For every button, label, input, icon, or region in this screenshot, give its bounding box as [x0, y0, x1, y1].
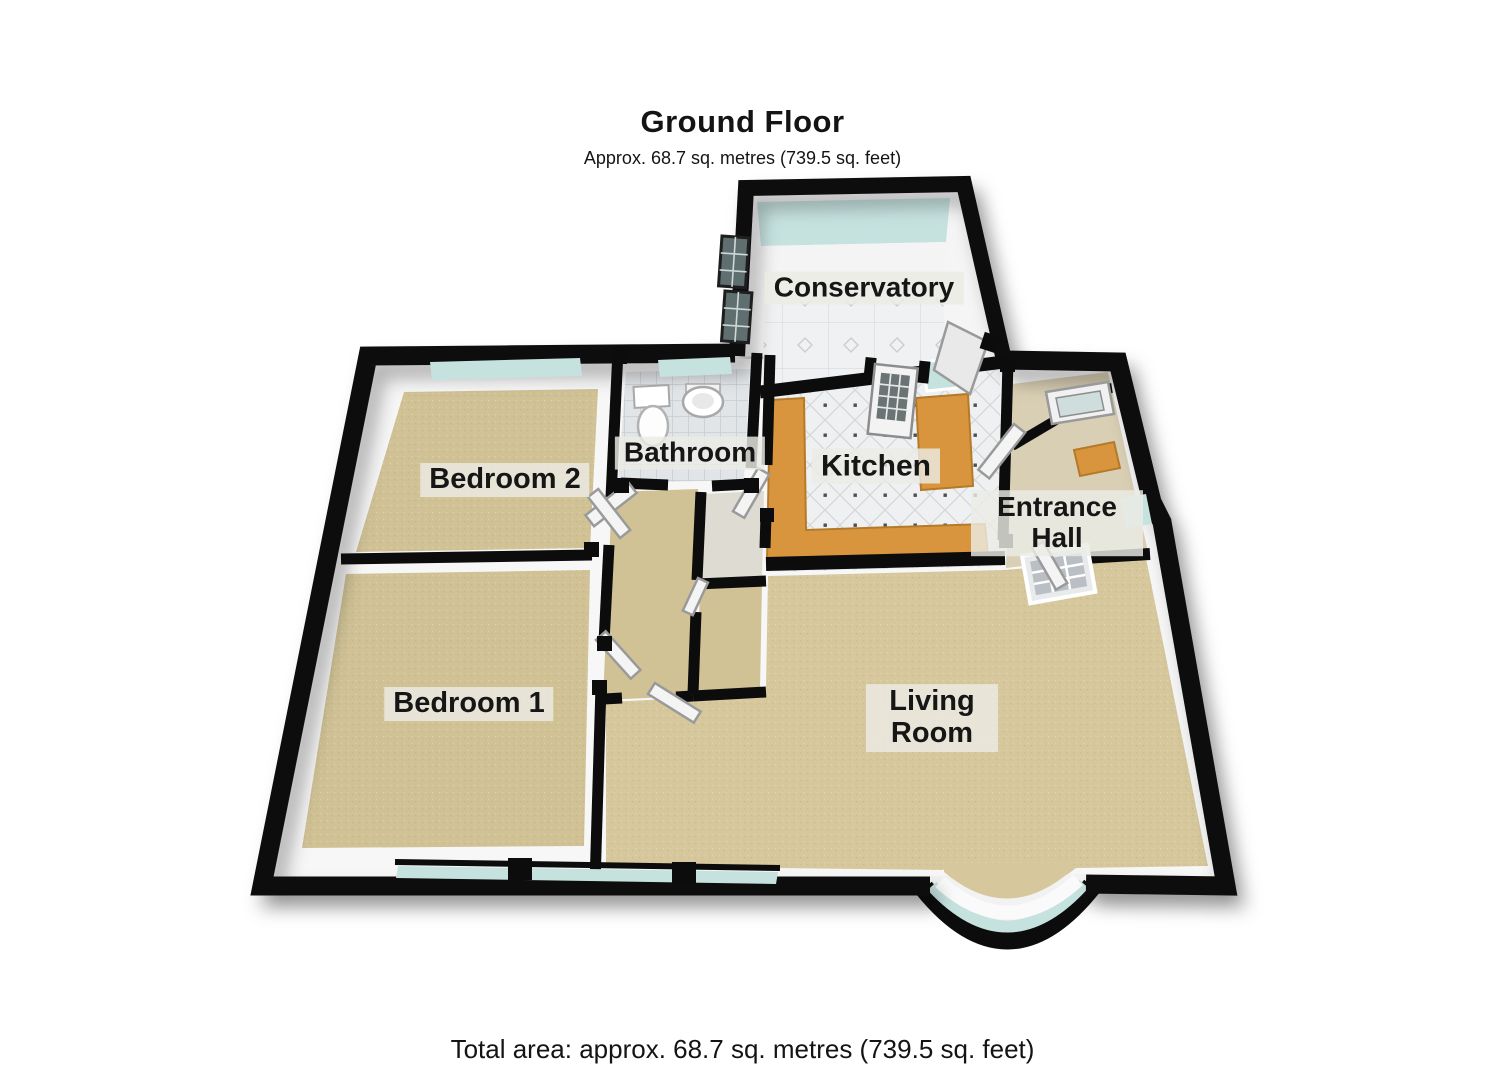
- closet-lower: [697, 582, 762, 693]
- room-label-entrance-hall: Entrance Hall: [971, 490, 1143, 556]
- wall-bed1-right: [589, 685, 607, 885]
- page-title: Ground Floor: [640, 104, 845, 139]
- room-label-bathroom: Bathroom: [614, 436, 766, 470]
- room-label-conservatory: Conservatory: [764, 271, 964, 305]
- door-closet: [681, 576, 710, 617]
- plan-header: Ground Floor Approx. 68.7 sq. metres (73…: [0, 104, 1485, 169]
- interior-doors: [583, 422, 1069, 725]
- wall-closet-bottom: [692, 686, 767, 702]
- wall-bed2-right: [605, 350, 624, 498]
- conservatory-glass-band: [757, 198, 950, 246]
- wall-corridor-right: [687, 491, 707, 695]
- wall-bedroom-divider: [340, 549, 593, 565]
- bay-window: [916, 862, 1100, 950]
- jamb-stubs: [584, 346, 1015, 695]
- plan-footer: Total area: approx. 68.7 sq. metres (739…: [0, 1034, 1485, 1065]
- outer-wall-left-bottom: [250, 343, 930, 896]
- conservatory-open-door: [932, 320, 990, 396]
- hall-shelf: [1072, 440, 1122, 478]
- bathroom-fixtures: [632, 383, 725, 448]
- conservatory-details: [716, 234, 1002, 396]
- door-living: [646, 681, 703, 725]
- door-entrance-inner: [976, 422, 1027, 481]
- wall-kitchen-living: [765, 551, 1006, 571]
- kitchen-back-door: [863, 356, 931, 440]
- front-door: [1044, 380, 1116, 426]
- page-subtitle: Approx. 68.7 sq. metres (739.5 sq. feet): [583, 148, 902, 168]
- conservatory-french-door-1: [716, 234, 751, 290]
- hallway-floor: [603, 489, 698, 700]
- door-bedroom2: [586, 487, 633, 540]
- bedroom1-bottom-window: [394, 858, 781, 884]
- conservatory-french-door-2: [719, 289, 754, 345]
- room-label-bedroom-1: Bedroom 1: [384, 687, 554, 721]
- wall-mid-jamb: [598, 544, 615, 643]
- room-label-kitchen: Kitchen: [811, 448, 941, 484]
- bedroom2-window: [430, 358, 582, 380]
- total-area-text: Total area: approx. 68.7 sq. metres (739…: [450, 1034, 1035, 1064]
- bathroom-window: [658, 357, 732, 377]
- kitchen-counters: [765, 392, 1122, 564]
- room-label-living-room: Living Room: [866, 684, 998, 752]
- outer-wall-right: [1003, 350, 1238, 896]
- toilet-cistern: [632, 384, 671, 409]
- conservatory-jamb: [979, 331, 1002, 354]
- room-label-bedroom-2: Bedroom 2: [420, 463, 590, 497]
- closet-upper: [700, 491, 764, 581]
